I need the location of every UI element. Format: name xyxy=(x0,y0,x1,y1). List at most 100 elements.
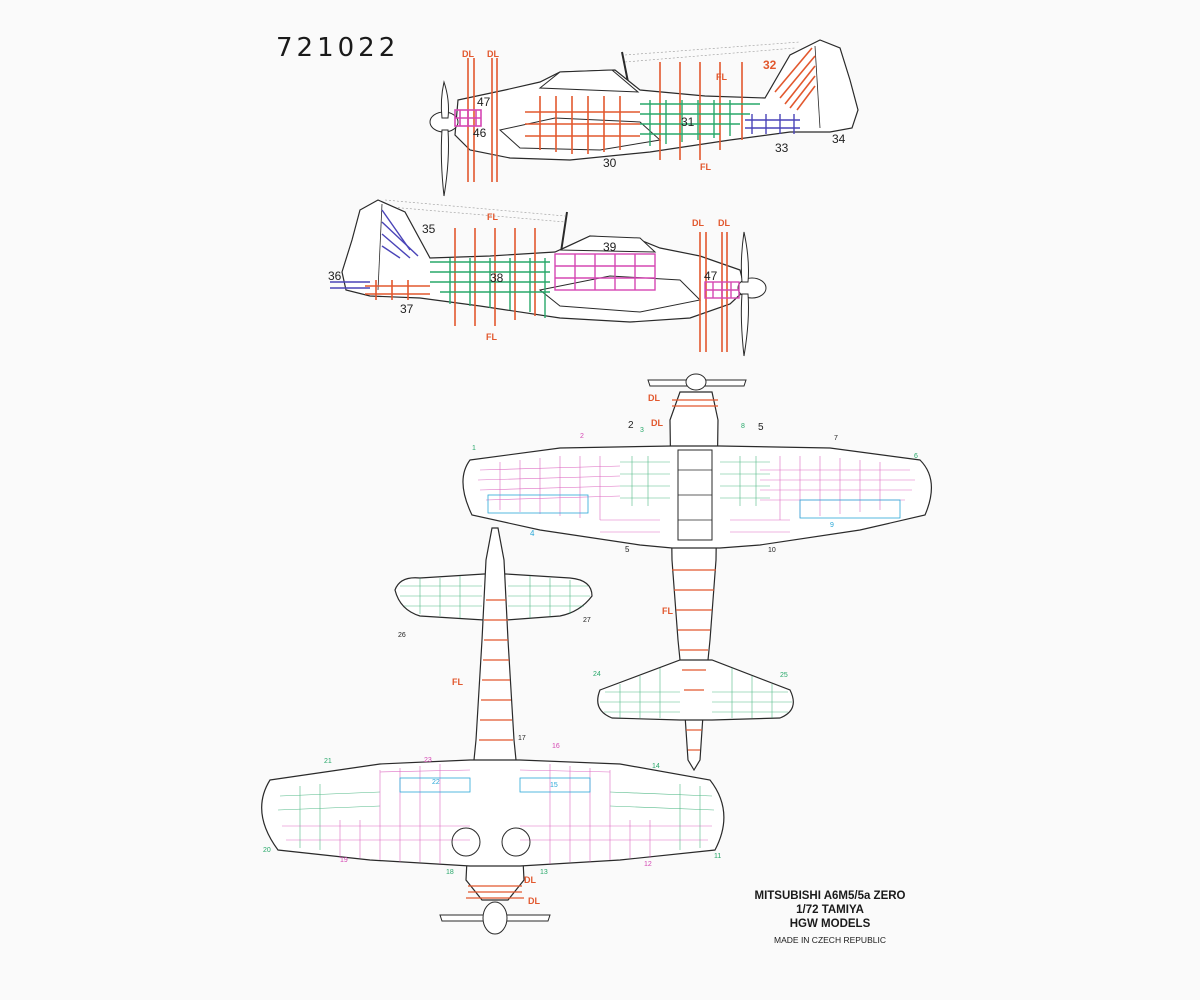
cyan-flap xyxy=(487,494,901,519)
part-number: 12 xyxy=(644,861,652,868)
green-grid xyxy=(277,576,715,850)
part-number: 39 xyxy=(603,240,617,254)
marker-label: FL xyxy=(487,212,498,222)
part-number: 31 xyxy=(681,115,695,129)
antenna-wire xyxy=(389,206,566,223)
magenta-mask-lines xyxy=(554,253,740,299)
part-number: 27 xyxy=(583,617,591,624)
spinner xyxy=(737,277,767,299)
marker-label: DL xyxy=(651,418,663,428)
origin-note: MADE IN CZECH REPUBLIC xyxy=(774,935,886,945)
blue-mask-lines xyxy=(330,209,419,289)
part-number: 13 xyxy=(540,869,548,876)
blue-mask-lines xyxy=(745,114,800,134)
part-number: 8 xyxy=(741,423,745,430)
marker-label: DL xyxy=(462,49,474,59)
antenna-wire xyxy=(384,199,566,217)
rudder-line xyxy=(377,203,383,291)
marker-label: DL xyxy=(692,218,704,228)
part-number: 32 xyxy=(763,58,777,72)
side-view-left: DL DL FL FL 47 46 30 31 32 33 34 xyxy=(429,39,859,197)
marker-label: DL xyxy=(718,218,730,228)
part-number: 16 xyxy=(552,743,560,750)
magenta-grid xyxy=(282,764,712,864)
aircraft-name: MITSUBISHI A6M5/5a ZERO xyxy=(754,890,906,902)
antenna-wire xyxy=(624,41,801,56)
part-number: 30 xyxy=(603,156,617,170)
brand-name: HGW MODELS xyxy=(789,918,871,930)
magenta-mask-patch xyxy=(454,109,482,127)
kit-scale: 1/72 TAMIYA xyxy=(796,904,864,916)
part-number: 2 xyxy=(628,420,634,431)
part-number: 37 xyxy=(400,302,414,316)
part-number: 11 xyxy=(714,853,721,860)
part-number: 5 xyxy=(758,422,764,433)
part-number: 25 xyxy=(780,672,788,679)
antenna-wire xyxy=(624,47,796,63)
marker-label: FL xyxy=(486,332,497,342)
part-number: 26 xyxy=(398,632,406,639)
marker-label: FL xyxy=(716,72,727,82)
wheel-well xyxy=(501,827,531,857)
part-number: 19 xyxy=(340,857,348,864)
marker-label: DL xyxy=(528,896,540,906)
propeller-blade xyxy=(440,80,449,119)
part-number: 23 xyxy=(424,757,432,764)
top-view: DL DL FL 1 2 3 2 4 5 8 5 7 6 9 5 10 24 2… xyxy=(462,373,932,772)
marker-label: FL xyxy=(452,677,463,687)
canopy xyxy=(559,235,657,253)
propeller-blade xyxy=(740,293,749,357)
antenna-mast xyxy=(560,211,568,253)
part-number: 17 xyxy=(518,735,526,742)
part-number: 4 xyxy=(530,529,535,538)
red-frames xyxy=(466,599,524,899)
wheel-well xyxy=(451,827,481,857)
product-code: 721022 xyxy=(276,33,400,63)
credits-block: MITSUBISHI A6M5/5a ZERO 1/72 TAMIYA HGW … xyxy=(740,889,920,945)
part-number: 34 xyxy=(832,132,846,146)
propeller-blade xyxy=(740,231,749,283)
marker-label: DL xyxy=(648,393,660,403)
part-number: 35 xyxy=(422,222,436,236)
part-number: 47 xyxy=(477,95,491,109)
part-number: 33 xyxy=(775,141,789,155)
green-grid xyxy=(600,456,792,718)
canopy xyxy=(538,69,640,93)
part-number: 9 xyxy=(830,522,834,529)
part-number: 18 xyxy=(446,869,454,876)
part-number: 5 xyxy=(625,545,630,554)
propeller-blade xyxy=(440,129,449,197)
wing-outline xyxy=(261,759,725,867)
bottom-view: 26 27 FL 21 23 17 16 14 22 15 20 19 18 1… xyxy=(261,527,725,935)
part-number: 1 xyxy=(472,445,476,452)
part-number: 22 xyxy=(432,779,440,786)
part-number: 47 xyxy=(704,269,718,283)
part-number: 24 xyxy=(593,671,601,678)
part-number: 38 xyxy=(490,271,504,285)
cyan-flap xyxy=(399,777,591,793)
side-view-right: FL FL DL DL 35 36 37 38 39 47 xyxy=(328,199,767,357)
part-number: 10 xyxy=(768,547,776,554)
part-number: 21 xyxy=(324,758,332,765)
part-number: 2 xyxy=(580,433,584,440)
marker-label: FL xyxy=(700,162,711,172)
fuselage-outline xyxy=(454,39,859,161)
part-number: 46 xyxy=(473,126,487,140)
part-number: 3 xyxy=(640,427,644,434)
green-mask-lines xyxy=(640,100,760,146)
part-number: 15 xyxy=(550,782,558,789)
part-number: 14 xyxy=(652,763,660,770)
part-number: 36 xyxy=(328,269,342,283)
part-number: 7 xyxy=(834,435,838,442)
rudder-line xyxy=(814,45,821,129)
marker-label: DL xyxy=(487,49,499,59)
marker-label: DL xyxy=(524,875,536,885)
magenta-grid xyxy=(477,456,915,533)
marker-label: FL xyxy=(662,606,673,616)
part-number: 20 xyxy=(263,847,271,854)
green-mask-lines xyxy=(430,258,550,318)
red-frames xyxy=(672,399,718,751)
spinner xyxy=(482,901,508,935)
spinner xyxy=(685,373,707,391)
